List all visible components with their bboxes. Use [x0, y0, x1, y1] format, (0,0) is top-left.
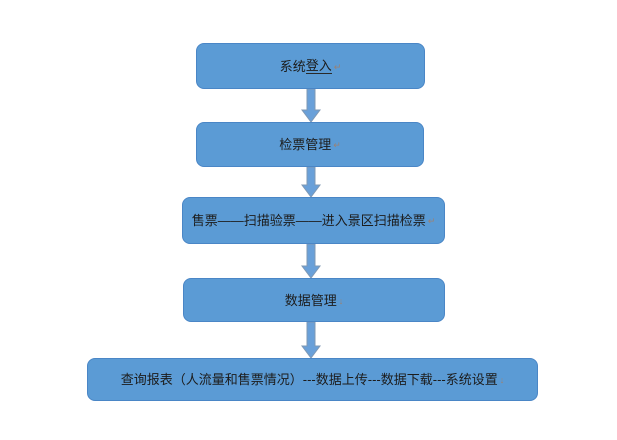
flow-node-ticket-check-management: 检票管理↵ — [196, 122, 424, 167]
flow-node-label: 数据管理 — [284, 292, 337, 308]
paragraph-mark-icon: ↓ — [338, 295, 344, 306]
paragraph-mark-icon: ↵ — [333, 140, 341, 150]
paragraph-mark-icon: ↵ — [333, 61, 342, 72]
flow-node-reports-settings: 查询报表（人流量和售票情况）---数据上传---数据下载---系统设置↓ — [87, 358, 538, 401]
down-arrow-icon — [301, 244, 321, 278]
paragraph-mark-icon: ↓ — [499, 375, 505, 385]
flow-node-data-management: 数据管理↓ — [183, 278, 445, 322]
flow-node-system-login: 系统登入↵ — [196, 43, 425, 89]
down-arrow-icon — [301, 167, 321, 197]
flow-node-label: 查询报表（人流量和售票情况）---数据上传---数据下载---系统设置 — [120, 372, 498, 387]
flow-node-label-underlined: 登入 — [305, 57, 332, 74]
flow-node-label: 系统 — [279, 58, 306, 74]
down-arrow-icon — [301, 89, 321, 122]
down-arrow-icon — [301, 322, 321, 358]
flow-node-label: 售票——扫描验票——进入景区扫描检票 — [191, 213, 426, 228]
flow-node-ticketing-process: 售票——扫描验票——进入景区扫描检票↵ — [182, 197, 445, 244]
paragraph-mark-icon: ↵ — [427, 216, 436, 226]
flow-node-label: 检票管理 — [279, 137, 332, 152]
